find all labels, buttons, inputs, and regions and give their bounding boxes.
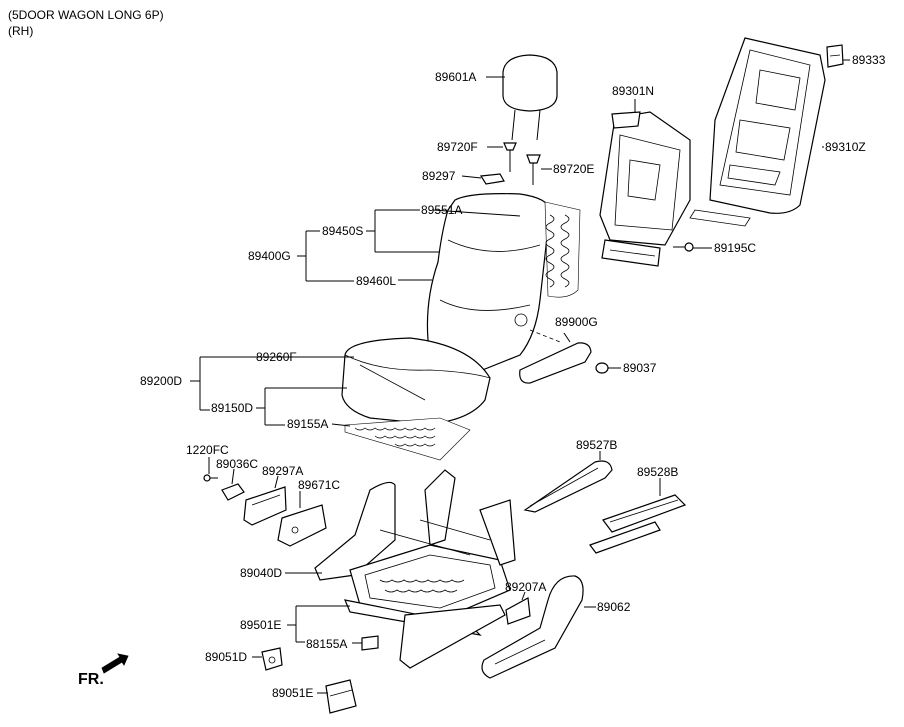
seat-back-heater-pad — [544, 201, 581, 298]
label-89260F: 89260F — [256, 350, 297, 364]
rail-cover-89528B — [589, 494, 687, 554]
cover-89297 — [479, 173, 505, 185]
label-89551A: 89551A — [421, 203, 462, 217]
label-89297: 89297 — [422, 169, 456, 183]
label-89200D: 89200D — [140, 374, 182, 388]
seat-back — [426, 193, 551, 376]
label-89062: 89062 — [597, 600, 631, 614]
seat-back-board — [689, 37, 826, 227]
bracket-89036C — [221, 483, 245, 501]
headrest-guide-89720F — [503, 142, 517, 172]
label-89528B: 89528B — [637, 465, 678, 479]
label-89671C: 89671C — [298, 478, 340, 492]
side-shield-89062 — [481, 575, 584, 679]
label-89051E: 89051E — [272, 686, 313, 700]
label-89301N: 89301N — [612, 84, 654, 98]
label-89155A: 89155A — [287, 417, 328, 431]
label-89037: 89037 — [623, 361, 657, 375]
diagram-model-header: (5DOOR WAGON LONG 6P) — [8, 8, 164, 22]
armrest — [519, 342, 592, 384]
screw-1220FC — [203, 474, 218, 482]
label-89900G: 89900G — [555, 315, 598, 329]
label-89207A: 89207A — [505, 580, 546, 594]
cover-89297A — [243, 486, 287, 526]
cover-89207A — [505, 597, 531, 625]
front-direction-label: FR. — [78, 671, 104, 688]
label-89195C: 89195C — [714, 241, 756, 255]
seat-back-frame — [599, 111, 691, 267]
cover-89671C — [277, 504, 327, 547]
cover-89051E — [325, 679, 357, 714]
label-89333: 89333 — [852, 53, 886, 67]
label-89601A: 89601A — [435, 70, 476, 84]
seat-cushion-heater-mat — [344, 417, 471, 461]
label-1220FC: 1220FC — [186, 443, 229, 457]
diagram-side-header: (RH) — [8, 24, 34, 38]
label-88155A: 88155A — [306, 637, 347, 651]
label-89150D: 89150D — [211, 401, 253, 415]
front-direction-arrow — [101, 653, 129, 674]
label-89310Z: 89310Z — [825, 140, 866, 154]
label-89720F: 89720F — [437, 140, 478, 154]
label-89040D: 89040D — [240, 566, 282, 580]
seat-cushion — [341, 337, 491, 425]
label-89720E: 89720E — [553, 162, 594, 176]
label-89051D: 89051D — [205, 650, 247, 664]
cap-89037 — [595, 362, 609, 374]
label-89450S: 89450S — [322, 224, 363, 238]
label-89527B: 89527B — [576, 438, 617, 452]
cover-89051D — [261, 647, 283, 671]
label-89460L: 89460L — [356, 274, 396, 288]
label-89400G: 89400G — [248, 249, 291, 263]
rail-cover-89527B — [523, 460, 613, 513]
headrest — [502, 54, 558, 141]
label-89501E: 89501E — [240, 618, 281, 632]
headrest-guide-89720E — [526, 154, 541, 185]
clip-89333 — [826, 44, 844, 68]
connector-88155A — [361, 635, 379, 651]
bolt-89195C — [673, 242, 694, 252]
label-89297A: 89297A — [262, 464, 303, 478]
seat-cushion-frame — [314, 469, 516, 669]
label-89036C: 89036C — [216, 457, 258, 471]
